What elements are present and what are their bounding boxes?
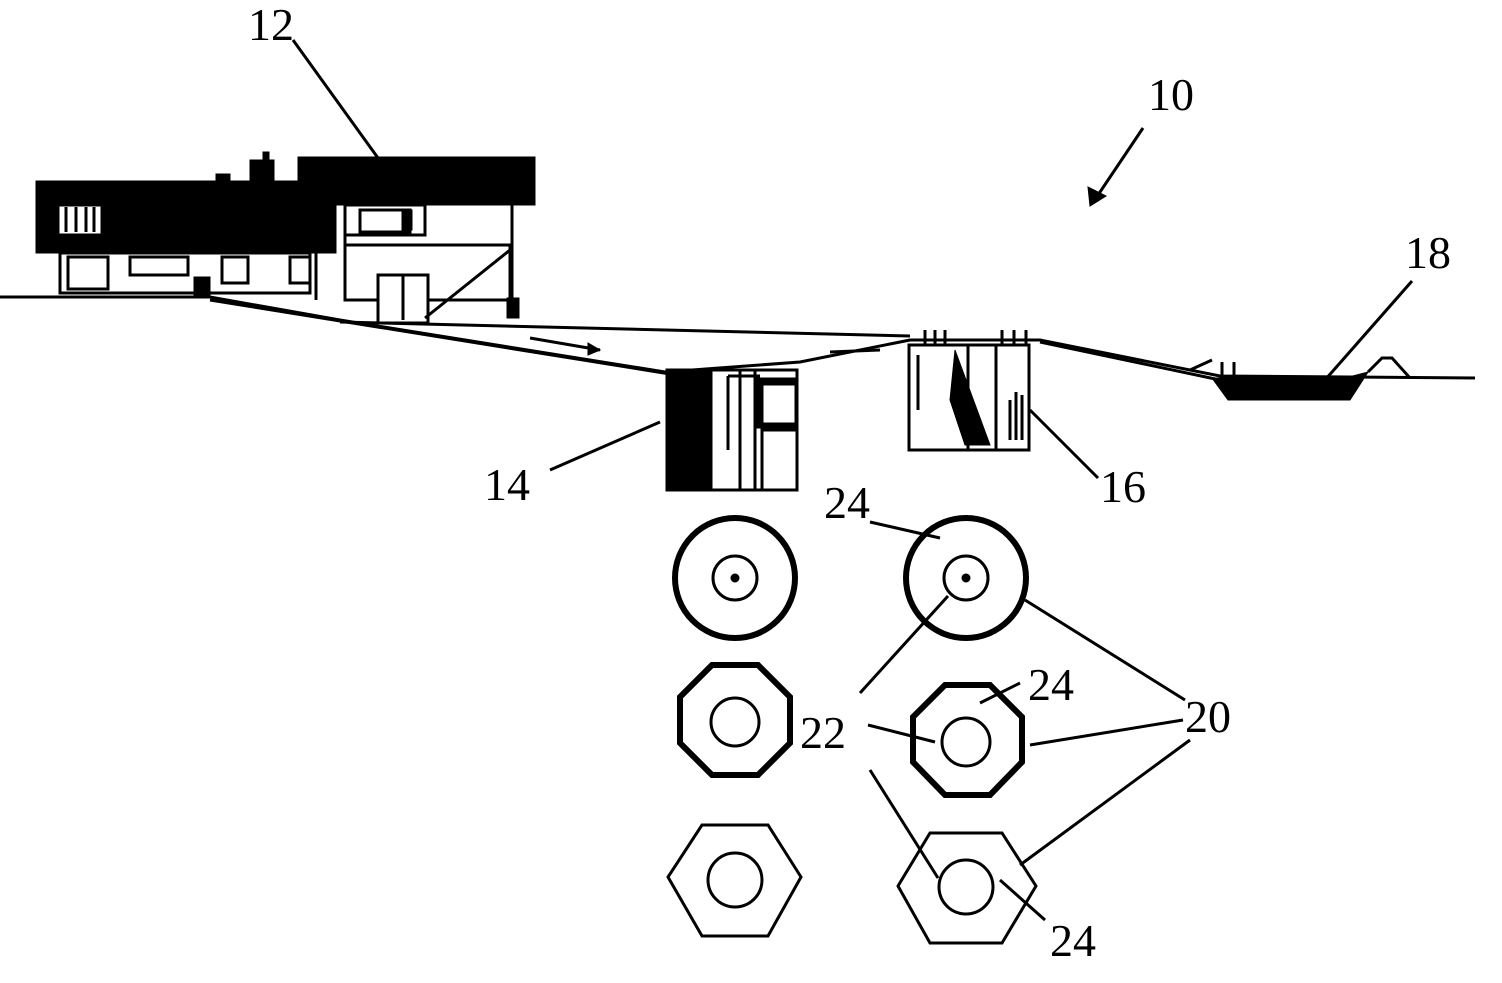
carrier-element-hexagon-right [896,831,1038,945]
label-fin-ring-middle: 24 [1028,659,1074,710]
label-fin-ring-bottom: 24 [1050,915,1096,966]
house-illustration [35,151,536,325]
carrier-element-hexagon-left [666,823,803,938]
carrier-element-octagon-right [910,682,1025,798]
label-core-opening: 22 [800,707,846,758]
label-fin-ring-top: 24 [824,477,870,528]
label-second-tank: 16 [1100,461,1146,512]
second-tank-illustration [907,330,1031,452]
label-house: 12 [248,0,294,50]
label-system: 10 [1148,69,1194,120]
carrier-element-circle-left [672,515,798,641]
label-first-tank: 14 [484,459,530,510]
carrier-element-circle-right [903,515,1029,641]
label-carrier-element: 20 [1185,691,1231,742]
ground-line [0,295,1476,382]
outlet-ditch-illustration [1189,356,1412,401]
carrier-element-octagon-left [677,662,793,778]
label-outlet-ditch: 18 [1405,227,1451,278]
first-tank-illustration [665,368,799,492]
leader-lines [291,39,1414,922]
flow-arrow [529,336,881,356]
